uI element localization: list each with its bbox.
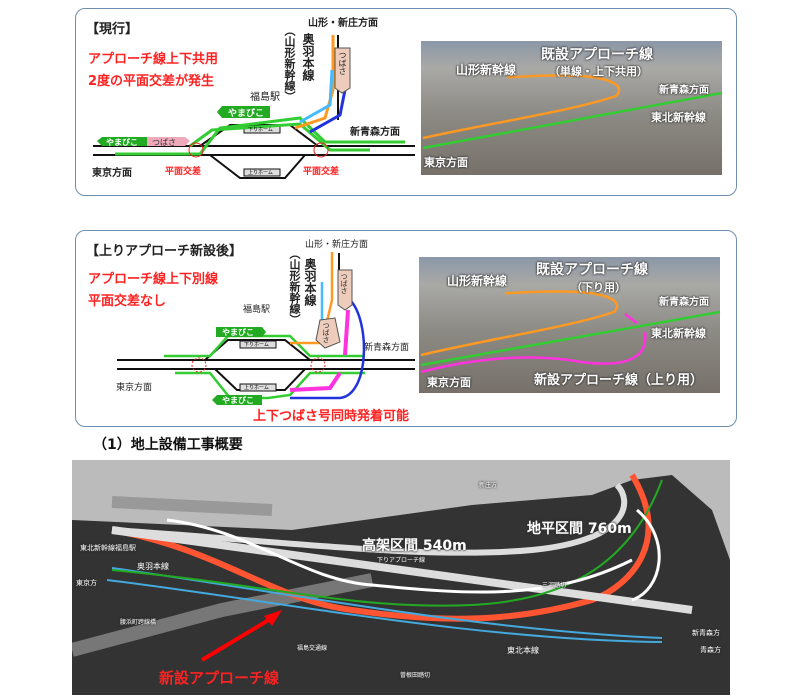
after-yamabiko-bottom: やまびこ <box>222 396 254 405</box>
after-yamabiko-top: やまびこ <box>222 328 254 337</box>
crossing-right: 平面交差 <box>303 167 340 177</box>
dir-tokyo: 東京方面 <box>92 168 132 179</box>
after-photo-label-tohoku: 東北新幹線 <box>651 327 706 340</box>
photo-label-yamagata: 山形新幹線 <box>456 63 517 77</box>
train-tsubasa-label: つばさ <box>152 138 176 147</box>
photo-label-tokyo: 東京方面 <box>424 156 468 169</box>
yamagata-shinkansen: （山形新幹線） <box>283 25 296 102</box>
after-photo-label-new: 新設アプローチ線（上り用） <box>534 373 704 388</box>
after-photo-label-approach-sub: （下り用） <box>571 281 626 294</box>
fukushima-line-label: 福島交通線 <box>297 645 328 652</box>
bridge-label: 腰浜町跨線橋 <box>120 619 157 626</box>
ou-line-label: 奥羽本線 <box>137 562 169 571</box>
train-yamabiko-top: やまびこ <box>228 109 265 119</box>
tokyo-label: 東京方 <box>76 579 97 587</box>
dir-yamagata: 山形・新庄方面 <box>308 18 378 29</box>
after-dir-shinaomori: 新青森方面 <box>364 343 410 353</box>
after-point-1: アプローチ線上下別線 <box>88 272 219 287</box>
current-point-2: 2度の平面交差が発生 <box>88 74 215 89</box>
train-yamabiko-label: やまびこ <box>106 138 138 147</box>
after-dir-yamagata: 山形・新庄方面 <box>305 240 369 250</box>
dir-shinaomori: 新青森方面 <box>350 127 400 138</box>
after-photo: 山形新幹線 既設アプローチ線 （下り用） 新青森方面 東北新幹線 新設アプローチ… <box>419 257 720 393</box>
current-photo: 山形新幹線 既設アプローチ線 （単線・上下共用） 新青森方面 東北新幹線 東京方… <box>421 41 722 175</box>
station-label: 東北新幹線福島駅 <box>80 544 136 552</box>
platform-down: 下りホーム <box>248 127 273 133</box>
new-approach-line-label: 新設アプローチ線 <box>159 669 280 687</box>
photo-label-approach-sub: （単線・上下共用） <box>549 65 648 78</box>
after-yamagata-shinkansen: （山形新幹線） <box>288 248 301 325</box>
shinaomori-label: 新青森方 <box>692 629 720 637</box>
after-point-2: 平面交差なし <box>88 294 167 309</box>
crossing-label: 三河踏切 <box>542 582 567 589</box>
tohoku-main-label: 東北本線 <box>507 646 539 655</box>
train-tsubasa-left <box>147 137 190 146</box>
train-tsubasa-vertical: つばさ <box>338 51 347 75</box>
after-photo-label-tokyo: 東京方面 <box>427 376 471 389</box>
crossing2-label: 曽根田踏切 <box>400 672 431 679</box>
after-platform-down: 下りホーム <box>244 342 269 348</box>
after-photo-label-approach: 既設アプローチ線 <box>536 262 648 278</box>
photo-label-approach: 既設アプローチ線 <box>541 47 653 63</box>
photo-label-shinaomori: 新青森方面 <box>659 85 709 96</box>
current-title: 【現行】 <box>86 22 139 37</box>
elevated-section-label: 高架区間 540m <box>362 538 467 554</box>
after-dir-tokyo: 東京方面 <box>116 383 153 393</box>
after-tsubasa-b: つばさ <box>340 273 348 294</box>
overview-rendering: 高架区間 540m 地平区間 760m 新設アプローチ線 東北新幹線福島駅 奥羽… <box>72 460 730 695</box>
section-heading: （1）地上設備工事概要 <box>93 437 243 453</box>
after-photo-label-shinaomori: 新青森方面 <box>659 297 709 308</box>
after-platform-up: 上りホーム <box>244 385 269 391</box>
photo-label-tohoku: 東北新幹線 <box>651 111 706 124</box>
after-photo-label-yamagata: 山形新幹線 <box>447 274 508 288</box>
station-label: 福島駅 <box>250 92 280 103</box>
crossing-left: 平面交差 <box>165 167 202 177</box>
train-yamabiko-left <box>97 137 147 146</box>
after-note: 上下つばさ号同時発着可能 <box>253 409 410 424</box>
shinjo-label: 新庄方 <box>479 482 498 489</box>
current-point-1: アプローチ線上下共用 <box>88 52 219 67</box>
aomori-label: 青森方 <box>700 646 721 654</box>
ground-section-label: 地平区間 760m <box>527 521 632 537</box>
down-approach-label: 下りアプローチ線 <box>377 557 426 564</box>
after-title: 【上りアプローチ新設後】 <box>86 244 243 259</box>
platform-up: 上りホーム <box>248 170 273 176</box>
after-station: 福島駅 <box>243 305 271 315</box>
after-ou-line: 奥羽本線 <box>303 258 317 306</box>
after-tsubasa-a: つばさ <box>322 322 330 343</box>
ou-line: 奥羽本線 <box>301 33 315 81</box>
